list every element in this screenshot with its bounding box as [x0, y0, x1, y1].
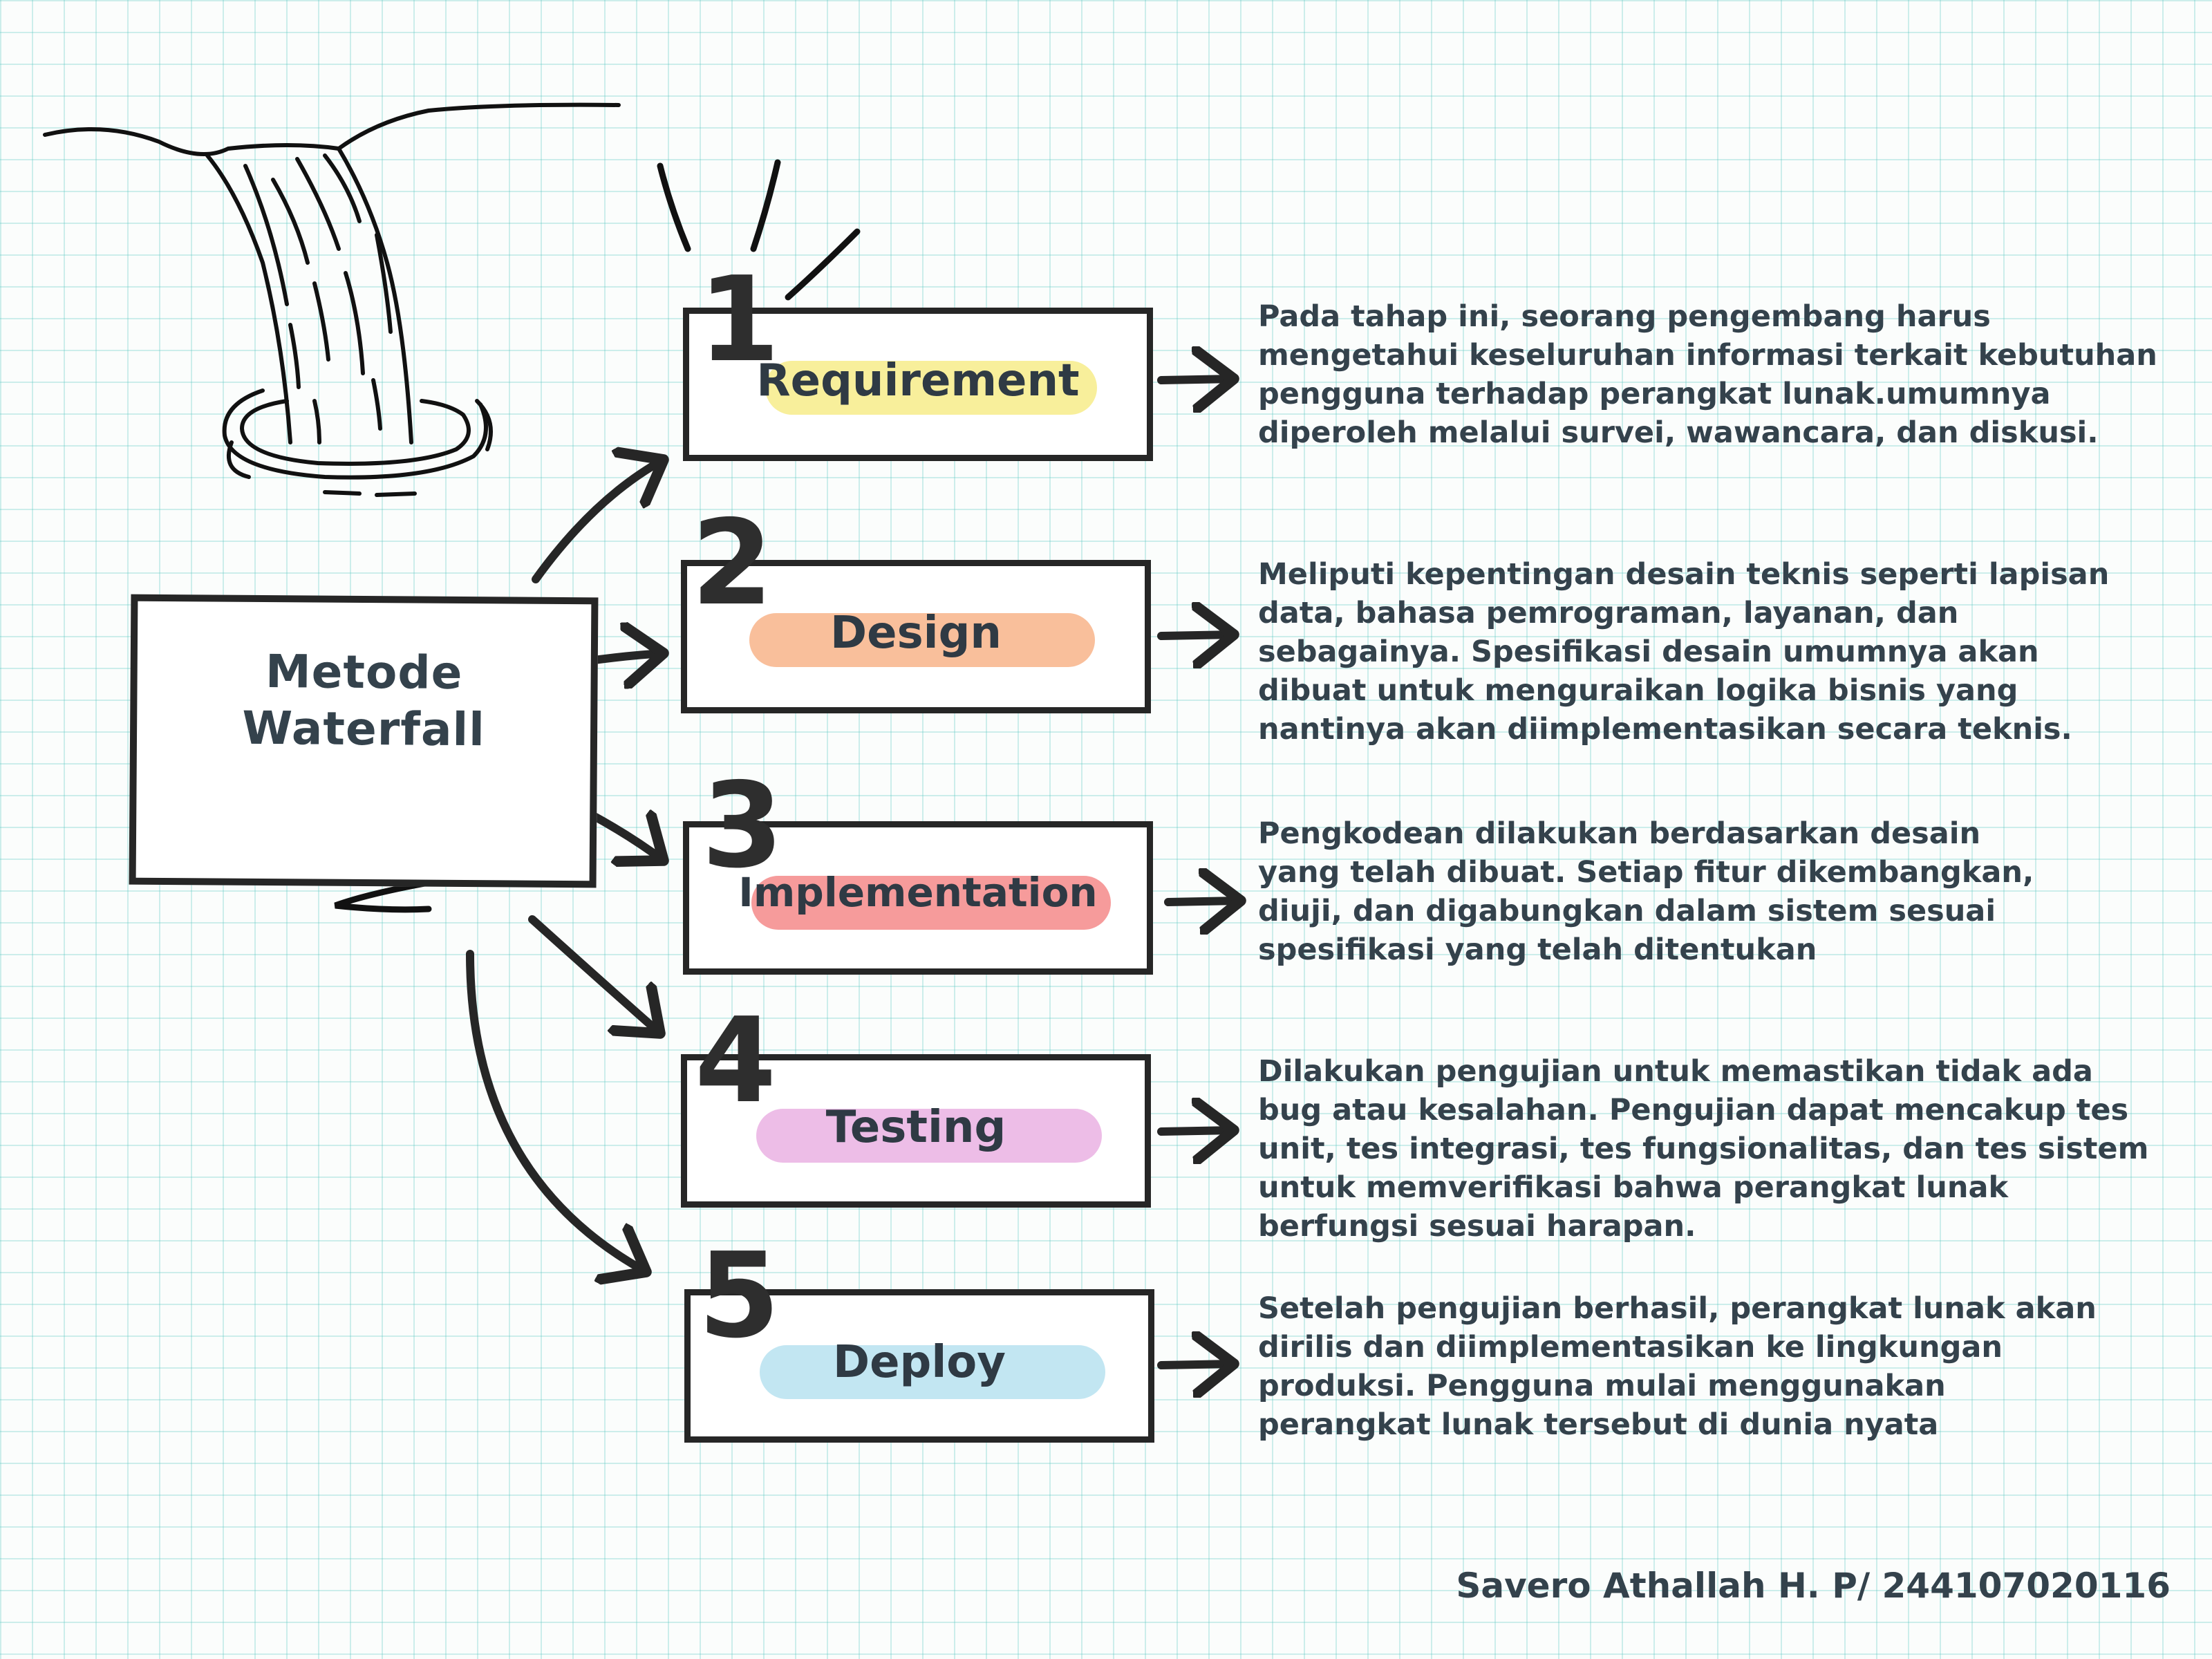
stage-number-5: 5 [698, 1228, 780, 1365]
highlight-stroke [756, 1109, 1102, 1163]
arrow-desc-3 [1164, 901, 1241, 902]
main-node: Metode Waterfall [129, 594, 599, 888]
stage-box-testing: Testing [681, 1054, 1151, 1208]
arrow-to-testing [528, 915, 660, 1033]
stage-description-design: Meliputi kepentingan desain teknis seper… [1258, 557, 2110, 747]
stage-number-4: 4 [695, 993, 777, 1130]
stage-number-2: 2 [691, 495, 774, 632]
arrow-desc-5 [1157, 1364, 1234, 1365]
arrow-desc-1 [1157, 379, 1234, 380]
author-credit: Savero Athallah H. P/ 244107020116 [1456, 1566, 2171, 1606]
highlight-stroke [760, 1345, 1105, 1399]
stage-box-requirement: Requirement [683, 308, 1153, 461]
highlight-stroke [749, 613, 1095, 667]
arrow-to-deploy [466, 950, 646, 1272]
description-arrows [1157, 379, 1241, 1365]
main-title-line1: Metode [265, 645, 463, 700]
arrow-desc-4 [1157, 1130, 1234, 1132]
stage-description-deploy: Setelah pengujian berhasil, perangkat lu… [1258, 1291, 2097, 1442]
arrow-to-requirement [532, 460, 664, 583]
stage-description-implementation: Pengkodean dilakukan berdasarkan desain … [1258, 816, 2034, 967]
stage-description-requirement: Pada tahap ini, seorang pengembang harus… [1258, 299, 2157, 450]
main-title: Metode Waterfall [137, 643, 591, 760]
stage-box-deploy: Deploy [684, 1289, 1154, 1443]
stage-label-design: Design [830, 608, 1002, 659]
stage-description-testing: Dilakukan pengujian untuk memastikan tid… [1258, 1054, 2149, 1244]
highlight-stroke [751, 876, 1111, 930]
stage-label-deploy: Deploy [833, 1337, 1006, 1388]
stage-box-design: Design [681, 560, 1151, 713]
main-title-line2: Waterfall [242, 701, 486, 757]
stage-label-testing: Testing [825, 1102, 1006, 1153]
waterfall-sketch-icon [43, 102, 621, 497]
arrow-desc-2 [1157, 635, 1234, 636]
stage-box-implementation: Implementation [683, 821, 1153, 975]
highlight-stroke [765, 361, 1097, 415]
stage-label-implementation: Implementation [738, 869, 1098, 916]
stage-number-3: 3 [702, 758, 784, 894]
stage-label-requirement: Requirement [756, 355, 1080, 406]
sparkle-lines-icon [657, 159, 861, 301]
stage-number-1: 1 [698, 252, 780, 388]
